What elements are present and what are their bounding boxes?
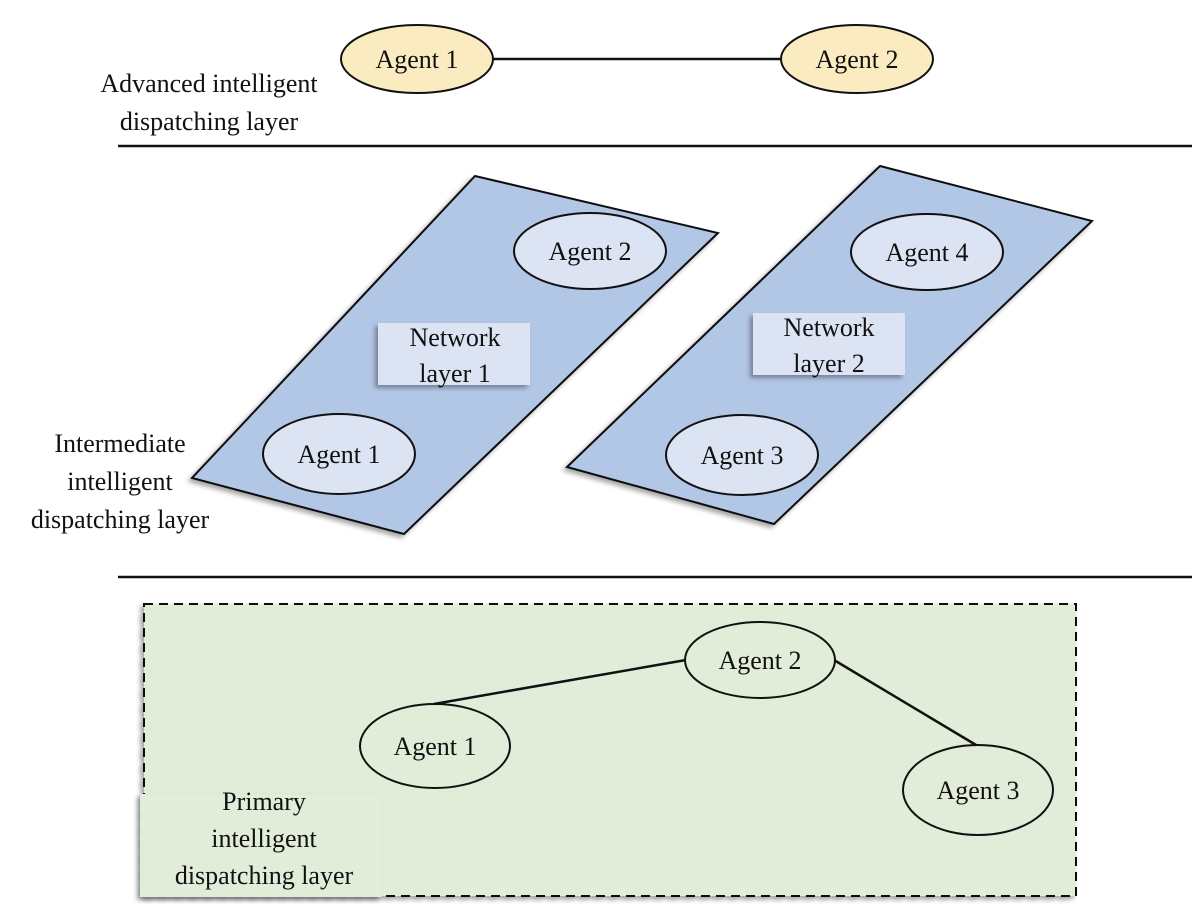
network-layer-1: Network layer 1 Agent 2 Agent 1 [190,174,721,536]
network-layer-2-agent-4-label: Agent 4 [885,238,968,267]
advanced-agent-1-node [340,24,494,94]
network-layer-1-label-box [378,323,530,385]
advanced-agent-1-label: Agent 1 [375,45,458,74]
advanced-layer-label-line2: dispatching layer [120,107,299,136]
intermediate-layer: Network layer 1 Agent 2 Agent 1 Network … [31,164,1094,536]
intermediate-layer-label-line3: dispatching layer [31,505,210,534]
intermediate-layer-label-line2: intelligent [67,467,173,496]
primary-layer: Agent 2 Agent 1 Agent 3 Primary intellig… [140,603,1077,897]
primary-agent-2-node [684,621,836,699]
primary-agent-1-node [359,703,511,789]
network-layer-1-label-line2: layer 1 [419,359,490,388]
network-layer-2-label-line1: Network [784,313,875,342]
network-layer-2-label-line2: layer 2 [793,349,864,378]
network-layer-2: Network layer 2 Agent 4 Agent 3 [565,164,1094,526]
primary-layer-label-line2: intelligent [211,824,317,853]
advanced-agent-1: Agent 1 [340,24,494,94]
network-layer-1-agent-1-label: Agent 1 [297,440,380,469]
advanced-agent-2-node [780,24,934,94]
network-layer-2-agent-4-node [850,213,1004,291]
primary-layer-label-line1: Primary [222,787,306,816]
primary-layer-label-box [140,794,382,897]
network-layer-2-agent-3-label: Agent 3 [700,441,783,470]
primary-layer-label-line3: dispatching layer [175,861,354,890]
advanced-agent-2: Agent 2 [780,24,934,94]
advanced-layer: Agent 1 Agent 2 Advanced intelligent dis… [100,24,934,136]
advanced-agent-2-label: Agent 2 [815,45,898,74]
network-layer-1-agent-2-node [513,212,667,290]
primary-link-agent2-agent3 [833,658,977,747]
primary-agent-3-node [902,744,1054,836]
network-layer-2-label-box [753,313,905,375]
network-layer-1-agent-2-label: Agent 2 [548,237,631,266]
primary-agent-1-label: Agent 1 [393,732,476,761]
advanced-layer-label-line1: Advanced intelligent [100,69,318,98]
primary-link-agent1-agent2 [433,658,687,706]
intermediate-layer-label-line1: Intermediate [54,429,185,458]
network-layer-1-agent-1-node [262,413,416,495]
primary-agent-2-label: Agent 2 [718,646,801,675]
network-layer-2-agent-3-node [665,414,819,496]
primary-agent-3-label: Agent 3 [936,776,1019,805]
network-layer-1-label-line1: Network [410,323,501,352]
